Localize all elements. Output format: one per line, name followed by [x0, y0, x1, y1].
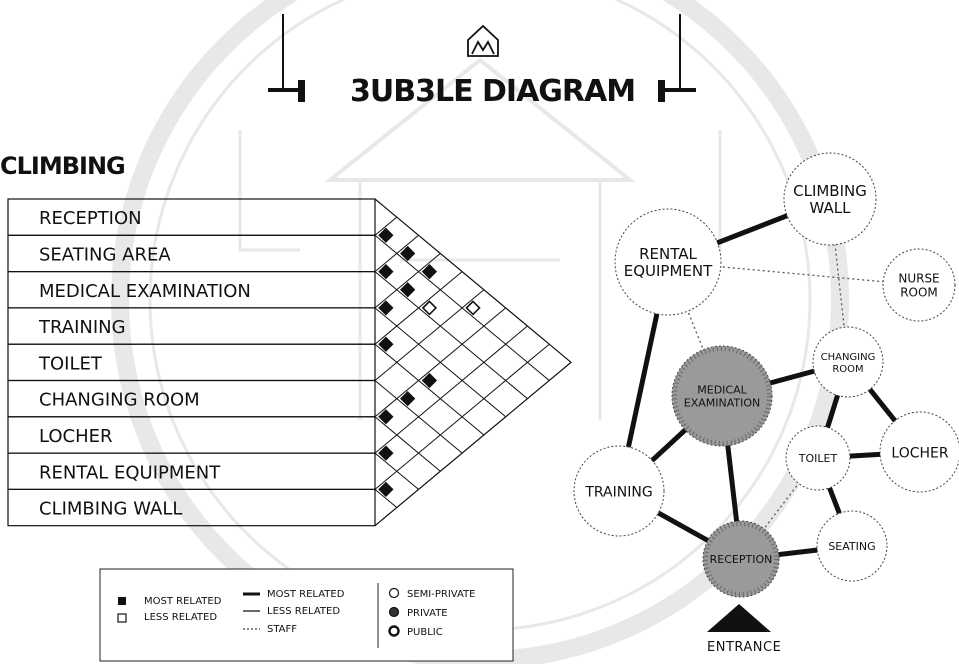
matrix-triangle-outline — [374, 198, 572, 527]
most-related-mark — [378, 409, 394, 425]
legend-label: MOST RELATED — [144, 596, 222, 607]
entrance-arrow-icon — [707, 604, 771, 632]
bubble-label: EQUIPMENT — [624, 262, 713, 280]
matrix-row-label: LOCHER — [39, 426, 113, 447]
most-related-mark — [400, 282, 416, 298]
title-frame — [268, 14, 696, 102]
logo-icon — [467, 24, 499, 57]
most-related-mark — [378, 300, 394, 316]
bubble-label: ROOM — [900, 286, 938, 300]
legend-label: MOST RELATED — [267, 589, 345, 600]
most-related-mark — [400, 245, 416, 262]
legend-label: PRIVATE — [407, 608, 448, 619]
legend-label: LESS RELATED — [144, 612, 217, 623]
bubble-label: EXAMINATION — [684, 397, 761, 410]
matrix-row-label: MEDICAL EXAMINATION — [39, 281, 251, 302]
entrance-label: ENTRANCE — [707, 640, 782, 655]
legend-label: LESS RELATED — [267, 606, 340, 617]
legend-label: STAFF — [267, 624, 297, 635]
bubble-reception: RECEPTION — [702, 520, 780, 598]
bubble-label: CLIMBING — [793, 182, 867, 200]
bubble-label: TRAINING — [584, 484, 652, 500]
most-related-mark — [421, 263, 438, 280]
bubble-label: RECEPTION — [710, 553, 773, 566]
bubble-label: CHANGING — [821, 352, 876, 363]
diagram-title: 3UB3LE DIAGRAM — [350, 74, 636, 109]
bubble-label: ROOM — [832, 364, 863, 375]
legend-label: SEMI-PRIVATE — [407, 589, 475, 600]
most-related-mark — [378, 481, 394, 498]
matrix-row-box — [7, 488, 376, 527]
bubble-label: RENTAL — [639, 245, 697, 263]
section-title: CLIMBING — [0, 152, 126, 180]
matrix-row-label: CLIMBING WALL — [39, 499, 182, 520]
bubble-seating: SEATING — [816, 510, 888, 582]
less-related-mark — [465, 300, 481, 316]
most-related-mark — [378, 263, 394, 280]
bubble-label: LOCHER — [891, 445, 948, 461]
matrix-row-label: TOILET — [38, 353, 103, 374]
bubble-training: TRAINING — [573, 445, 665, 537]
bubble-label: MEDICAL — [697, 384, 747, 397]
most-related-mark — [378, 445, 394, 461]
matrix-row-label: RENTAL EQUIPMENT — [39, 462, 221, 483]
matrix-row-label: TRAINING — [38, 317, 126, 338]
bubble-label: SEATING — [828, 540, 875, 553]
matrix-row-label: RECEPTION — [39, 208, 142, 229]
less-related-mark — [421, 300, 438, 316]
most-related-mark — [378, 227, 394, 243]
adjacency-matrix: RECEPTION SEATING AREA MEDICAL EXAMINATION… — [7, 198, 572, 527]
bubble-toilet: TOILET — [785, 425, 851, 491]
legend-box: MOST RELATED LESS RELATED MOST RELATED LESS… — [99, 568, 514, 662]
most-related-mark — [378, 336, 394, 352]
most-related-mark — [421, 372, 438, 389]
bubble-label: NURSE — [898, 272, 939, 286]
most-related-mark — [400, 391, 416, 407]
bubble-locher: LOCHER — [879, 411, 959, 493]
legend-label: PUBLIC — [407, 627, 443, 638]
bubble-label: WALL — [810, 199, 852, 217]
matrix-row-label: CHANGING ROOM — [39, 390, 200, 411]
bubble-label: TOILET — [798, 452, 838, 465]
matrix-row-label: SEATING AREA — [39, 244, 171, 265]
